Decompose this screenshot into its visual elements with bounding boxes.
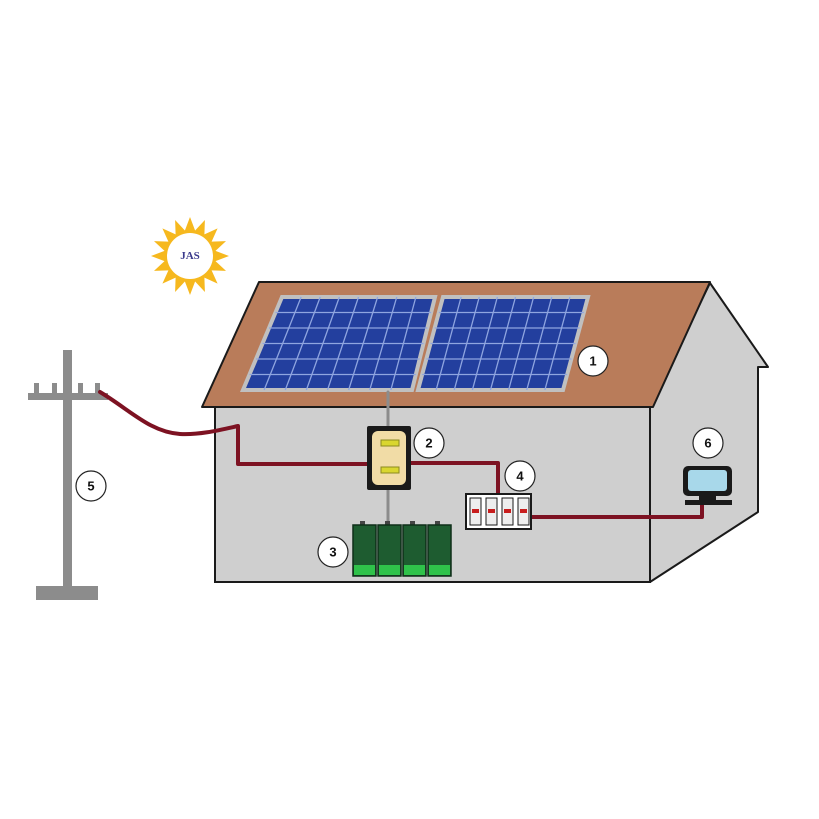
solar-panels bbox=[239, 295, 591, 392]
pole-insulator-2 bbox=[52, 383, 57, 393]
label-2-text: 2 bbox=[425, 436, 432, 451]
breaker-1-indicator bbox=[472, 509, 479, 513]
battery-4-terminal bbox=[435, 521, 440, 526]
battery-2 bbox=[377, 524, 402, 577]
label-4: 4 bbox=[504, 460, 536, 492]
battery-3 bbox=[402, 524, 427, 577]
battery-4 bbox=[427, 524, 452, 577]
battery-1-band bbox=[354, 565, 375, 575]
label-6-text: 6 bbox=[704, 436, 711, 451]
breaker-box bbox=[465, 493, 532, 530]
breaker-switches bbox=[469, 497, 530, 526]
label-5-text: 5 bbox=[87, 479, 94, 494]
solar-panel-left bbox=[239, 295, 438, 392]
sun-logo: JAS bbox=[151, 217, 229, 295]
label-2: 2 bbox=[413, 427, 445, 459]
pole-shaft bbox=[63, 350, 72, 590]
battery-bank bbox=[352, 521, 452, 577]
label-6: 6 bbox=[692, 427, 724, 459]
battery-1 bbox=[352, 524, 377, 577]
label-3: 3 bbox=[317, 536, 349, 568]
pole-insulator-3 bbox=[78, 383, 83, 393]
pole-crossarm bbox=[28, 393, 108, 400]
label-4-circle bbox=[504, 460, 536, 492]
pole-base bbox=[36, 586, 98, 600]
battery-3-band bbox=[404, 565, 425, 575]
sun-disc bbox=[167, 233, 213, 279]
breaker-2-indicator bbox=[488, 509, 495, 513]
battery-1-terminal bbox=[360, 521, 365, 526]
label-5-circle bbox=[75, 470, 107, 502]
inverter-slot-top bbox=[380, 439, 400, 447]
label-1-circle bbox=[577, 345, 609, 377]
inverter-to-breaker-cable bbox=[406, 461, 500, 496]
label-2-circle bbox=[413, 427, 445, 459]
wiring bbox=[98, 390, 704, 525]
appliance-monitor bbox=[683, 466, 732, 505]
breaker-3-indicator bbox=[504, 509, 511, 513]
battery-4-band bbox=[429, 565, 450, 575]
label-1-text: 1 bbox=[589, 354, 596, 369]
breaker-to-appliance-cable bbox=[529, 498, 704, 519]
monitor-stand bbox=[699, 496, 716, 500]
monitor-screen bbox=[688, 470, 727, 491]
utility-pole bbox=[28, 350, 108, 600]
battery-3-terminal bbox=[410, 521, 415, 526]
inverter-slot-bottom bbox=[380, 466, 400, 474]
pole-insulator-4 bbox=[95, 383, 100, 393]
breaker-4-indicator bbox=[520, 509, 527, 513]
pole-insulator-1 bbox=[34, 383, 39, 393]
battery-2-band bbox=[379, 565, 400, 575]
inverter-face bbox=[372, 431, 406, 485]
label-6-circle bbox=[692, 427, 724, 459]
battery-2-terminal bbox=[385, 521, 390, 526]
inverter bbox=[367, 426, 411, 490]
grid-cable bbox=[98, 390, 372, 466]
label-3-text: 3 bbox=[329, 545, 336, 560]
sun-logo-text: JAS bbox=[180, 250, 200, 262]
solar-panel-right bbox=[415, 295, 591, 392]
monitor-base bbox=[685, 500, 732, 505]
label-5: 5 bbox=[75, 470, 107, 502]
label-1: 1 bbox=[577, 345, 609, 377]
label-3-circle bbox=[317, 536, 349, 568]
label-4-text: 4 bbox=[516, 469, 524, 484]
